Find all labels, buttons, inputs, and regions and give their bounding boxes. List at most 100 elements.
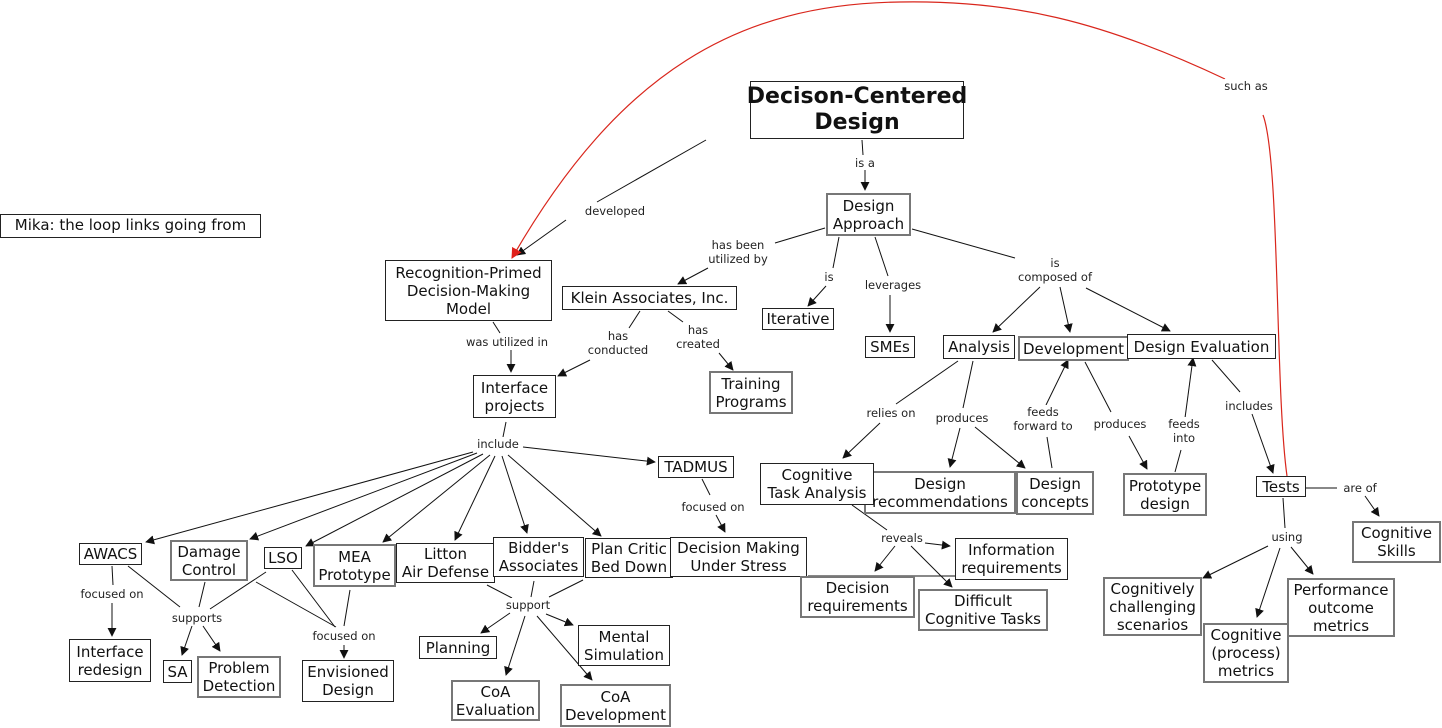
concept-label: AWACS	[83, 545, 138, 563]
concept-smes[interactable]: SMEs	[865, 336, 915, 358]
link-label-are-of[interactable]: are of	[1343, 481, 1377, 495]
link-label-text: is	[824, 270, 834, 284]
note-box[interactable]: Mika: the loop links going from	[0, 214, 261, 238]
link-label-produces-development[interactable]: produces	[1093, 417, 1147, 431]
concept-cognitive-process-metrics[interactable]: Cognitive(process)metrics	[1203, 623, 1289, 683]
concept-klein-associates[interactable]: Klein Associates, Inc.	[562, 286, 737, 310]
link-line	[548, 579, 584, 598]
concept-label: Klein Associates, Inc.	[570, 289, 729, 307]
link-label-is-a[interactable]: is a	[855, 156, 875, 170]
link-line	[501, 455, 529, 534]
concept-tadmus[interactable]: TADMUS	[658, 456, 734, 478]
link-line	[924, 540, 951, 550]
concept-label: TADMUS	[664, 458, 728, 476]
link-label-is[interactable]: is	[824, 270, 834, 284]
link-label-text: using	[1271, 530, 1303, 544]
concept-label: Planning	[425, 638, 491, 657]
link-label-was-utilized-in[interactable]: was utilized in	[465, 335, 549, 349]
link-label-relies-on[interactable]: relies on	[866, 406, 916, 420]
link-line	[962, 360, 974, 409]
link-line	[861, 139, 864, 156]
concept-lso[interactable]: LSO	[264, 547, 302, 569]
link-label-includes[interactable]: includes	[1225, 399, 1273, 413]
link-label-reveals[interactable]: reveals	[881, 531, 923, 545]
link-label-developed[interactable]: developed	[584, 204, 646, 218]
concept-iterative[interactable]: Iterative	[762, 308, 834, 330]
link-label-include[interactable]: include	[477, 437, 519, 451]
concept-design-evaluation[interactable]: Design Evaluation	[1127, 334, 1276, 359]
link-line	[807, 285, 827, 307]
link-line	[486, 584, 513, 599]
concept-analysis[interactable]: Analysis	[943, 335, 1015, 359]
link-line	[557, 359, 591, 377]
concept-development[interactable]: Development	[1018, 336, 1129, 361]
link-label-supports[interactable]: supports	[171, 611, 223, 625]
concept-label: Tests	[1262, 477, 1300, 496]
concept-tests[interactable]: Tests	[1256, 476, 1306, 497]
link-label-using[interactable]: using	[1271, 530, 1303, 544]
link-label-support[interactable]: support	[505, 598, 551, 612]
link-line	[1251, 413, 1275, 474]
link-label-focused-on-envisioned[interactable]: focused on	[312, 629, 376, 643]
link-label-leverages[interactable]: leverages	[864, 278, 922, 292]
link-line	[701, 478, 711, 496]
concept-sa[interactable]: SA	[163, 660, 192, 683]
link-line	[628, 310, 641, 329]
link-line	[667, 310, 684, 323]
link-label-focused-on-awacs[interactable]: focused on	[80, 587, 144, 601]
link-label-text: supports	[171, 611, 223, 625]
link-line	[198, 581, 206, 608]
loop-link-line	[511, 1, 1226, 259]
link-label-produces-analysis[interactable]: produces	[935, 411, 989, 425]
concept-awacs[interactable]: AWACS	[79, 543, 142, 565]
link-label-such-as[interactable]: such as	[1224, 79, 1268, 93]
link-line	[1045, 359, 1069, 406]
concept-planning[interactable]: Planning	[419, 636, 497, 659]
link-label-focused-on-tadmus[interactable]: focused on	[681, 500, 745, 514]
link-label-text: produces	[935, 411, 989, 425]
link-line	[715, 514, 726, 533]
link-line	[530, 580, 535, 598]
link-line	[596, 139, 707, 203]
link-line	[255, 581, 337, 628]
